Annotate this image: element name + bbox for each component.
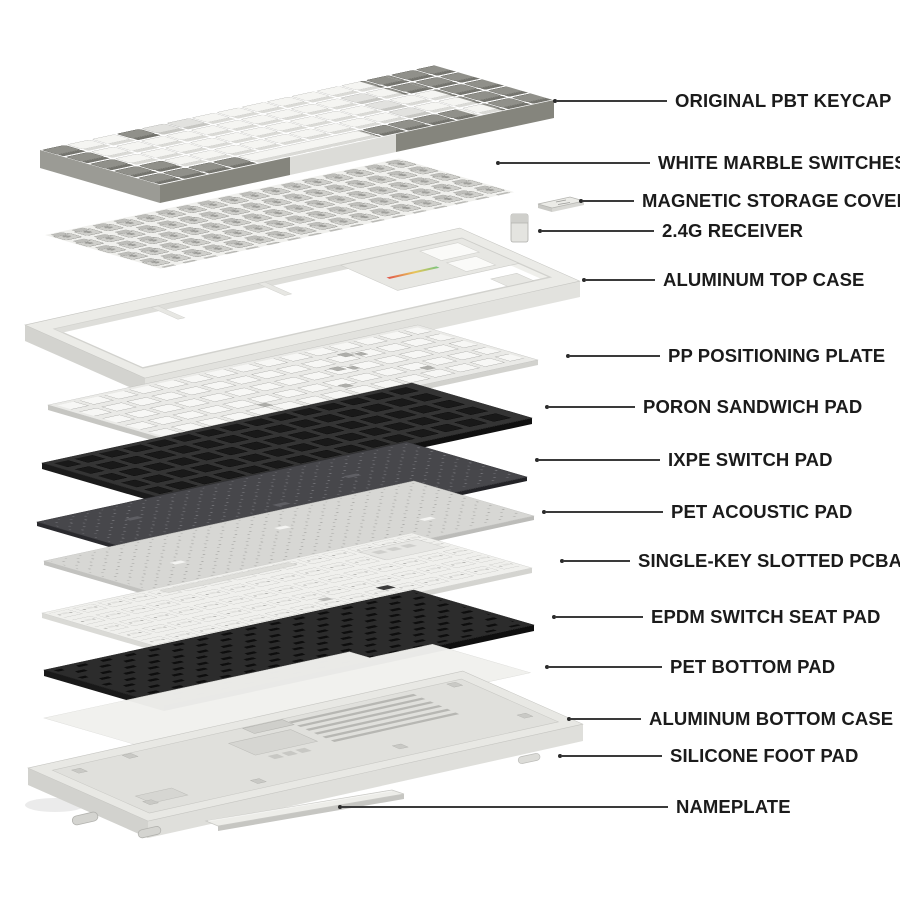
leader-dot	[558, 754, 562, 758]
silicone-foot-pads	[71, 753, 541, 839]
magnetic-storage-cover	[537, 196, 585, 212]
keycap-field	[40, 65, 554, 185]
leader-line	[570, 355, 660, 357]
layer-label: PORON SANDWICH PAD	[643, 396, 863, 417]
leader-line	[556, 616, 643, 618]
leader-dot	[566, 354, 570, 358]
callout-24g-receiver: 2.4G RECEIVER	[538, 220, 803, 242]
leader-line	[571, 718, 641, 720]
layer-label: PET BOTTOM PAD	[670, 656, 836, 677]
battery-indicator-strip	[386, 266, 440, 279]
callout-original-pbt-keycap: ORIGINAL PBT KEYCAP	[553, 90, 891, 112]
vent-slats	[288, 693, 460, 742]
leader-line	[562, 755, 662, 757]
layer-label: ALUMINUM BOTTOM CASE	[649, 708, 894, 729]
layer-label: SILICONE FOOT PAD	[670, 745, 859, 766]
layer-label: ORIGINAL PBT KEYCAP	[675, 90, 892, 111]
callout-poron-sandwich-pad: PORON SANDWICH PAD	[545, 396, 862, 418]
layer-label: ALUMINUM TOP CASE	[663, 269, 865, 290]
switches-layer	[45, 158, 515, 269]
leader-dot	[582, 278, 586, 282]
leader-line	[586, 279, 655, 281]
layer-label: MAGNETIC STORAGE COVER	[642, 190, 900, 211]
callout-single-key-slotted-pcba: SINGLE-KEY SLOTTED PCBA	[560, 550, 900, 572]
switch-field	[45, 158, 515, 269]
callout-silicone-foot-pad: SILICONE FOOT PAD	[558, 745, 858, 767]
callout-white-marble-switches: WHITE MARBLE SWITCHES	[496, 152, 900, 174]
callout-pp-positioning-plate: PP POSITIONING PLATE	[566, 345, 885, 367]
usb-receiver	[510, 213, 529, 243]
layer-label: NAMEPLATE	[676, 796, 791, 817]
callout-epdm-switch-seat-pad: EPDM SWITCH SEAT PAD	[552, 606, 880, 628]
leader-dot	[567, 717, 571, 721]
stabilizers	[256, 352, 436, 408]
usb-port-cutout	[241, 719, 295, 734]
nameplate-graphic	[204, 789, 405, 831]
bottom-case-layer	[25, 670, 584, 838]
leader-dot	[535, 458, 539, 462]
nameplate-top-face	[204, 789, 405, 827]
leader-line	[542, 230, 654, 232]
layer-label: IXPE SWITCH PAD	[668, 449, 833, 470]
leader-line	[549, 666, 662, 668]
leader-line	[549, 406, 635, 408]
leader-line	[546, 511, 663, 513]
leader-dot	[552, 615, 556, 619]
layer-label: WHITE MARBLE SWITCHES	[658, 152, 900, 173]
callout-pet-acoustic-pad: PET ACOUSTIC PAD	[542, 501, 852, 523]
leader-dot	[496, 161, 500, 165]
callout-aluminum-bottom-case: ALUMINUM BOTTOM CASE	[567, 708, 893, 730]
leader-line	[500, 162, 650, 164]
leader-dot	[560, 559, 564, 563]
layer-label: SINGLE-KEY SLOTTED PCBA	[638, 550, 900, 571]
leader-line	[557, 100, 667, 102]
leader-line	[539, 459, 660, 461]
leader-dot	[338, 805, 342, 809]
leader-dot	[538, 229, 542, 233]
layer-label: 2.4G RECEIVER	[662, 220, 804, 241]
spacebar-keycap	[239, 131, 373, 161]
callout-magnetic-storage-cover: MAGNETIC STORAGE COVER	[579, 190, 900, 212]
keycaps-layer	[40, 65, 554, 203]
leader-line	[583, 200, 634, 202]
leader-dot	[545, 405, 549, 409]
leader-dot	[553, 99, 557, 103]
callout-nameplate: NAMEPLATE	[338, 796, 791, 818]
layer-label: PET ACOUSTIC PAD	[671, 501, 853, 522]
layer-label: PP POSITIONING PLATE	[668, 345, 886, 366]
leader-line	[564, 560, 630, 562]
callout-ixpe-switch-pad: IXPE SWITCH PAD	[535, 449, 833, 471]
layer-label: EPDM SWITCH SEAT PAD	[651, 606, 881, 627]
leader-line	[342, 806, 668, 808]
leader-dot	[545, 665, 549, 669]
leader-dot	[579, 199, 583, 203]
callout-aluminum-top-case: ALUMINUM TOP CASE	[582, 269, 864, 291]
leader-dot	[542, 510, 546, 514]
callout-pet-bottom-pad: PET BOTTOM PAD	[545, 656, 835, 678]
